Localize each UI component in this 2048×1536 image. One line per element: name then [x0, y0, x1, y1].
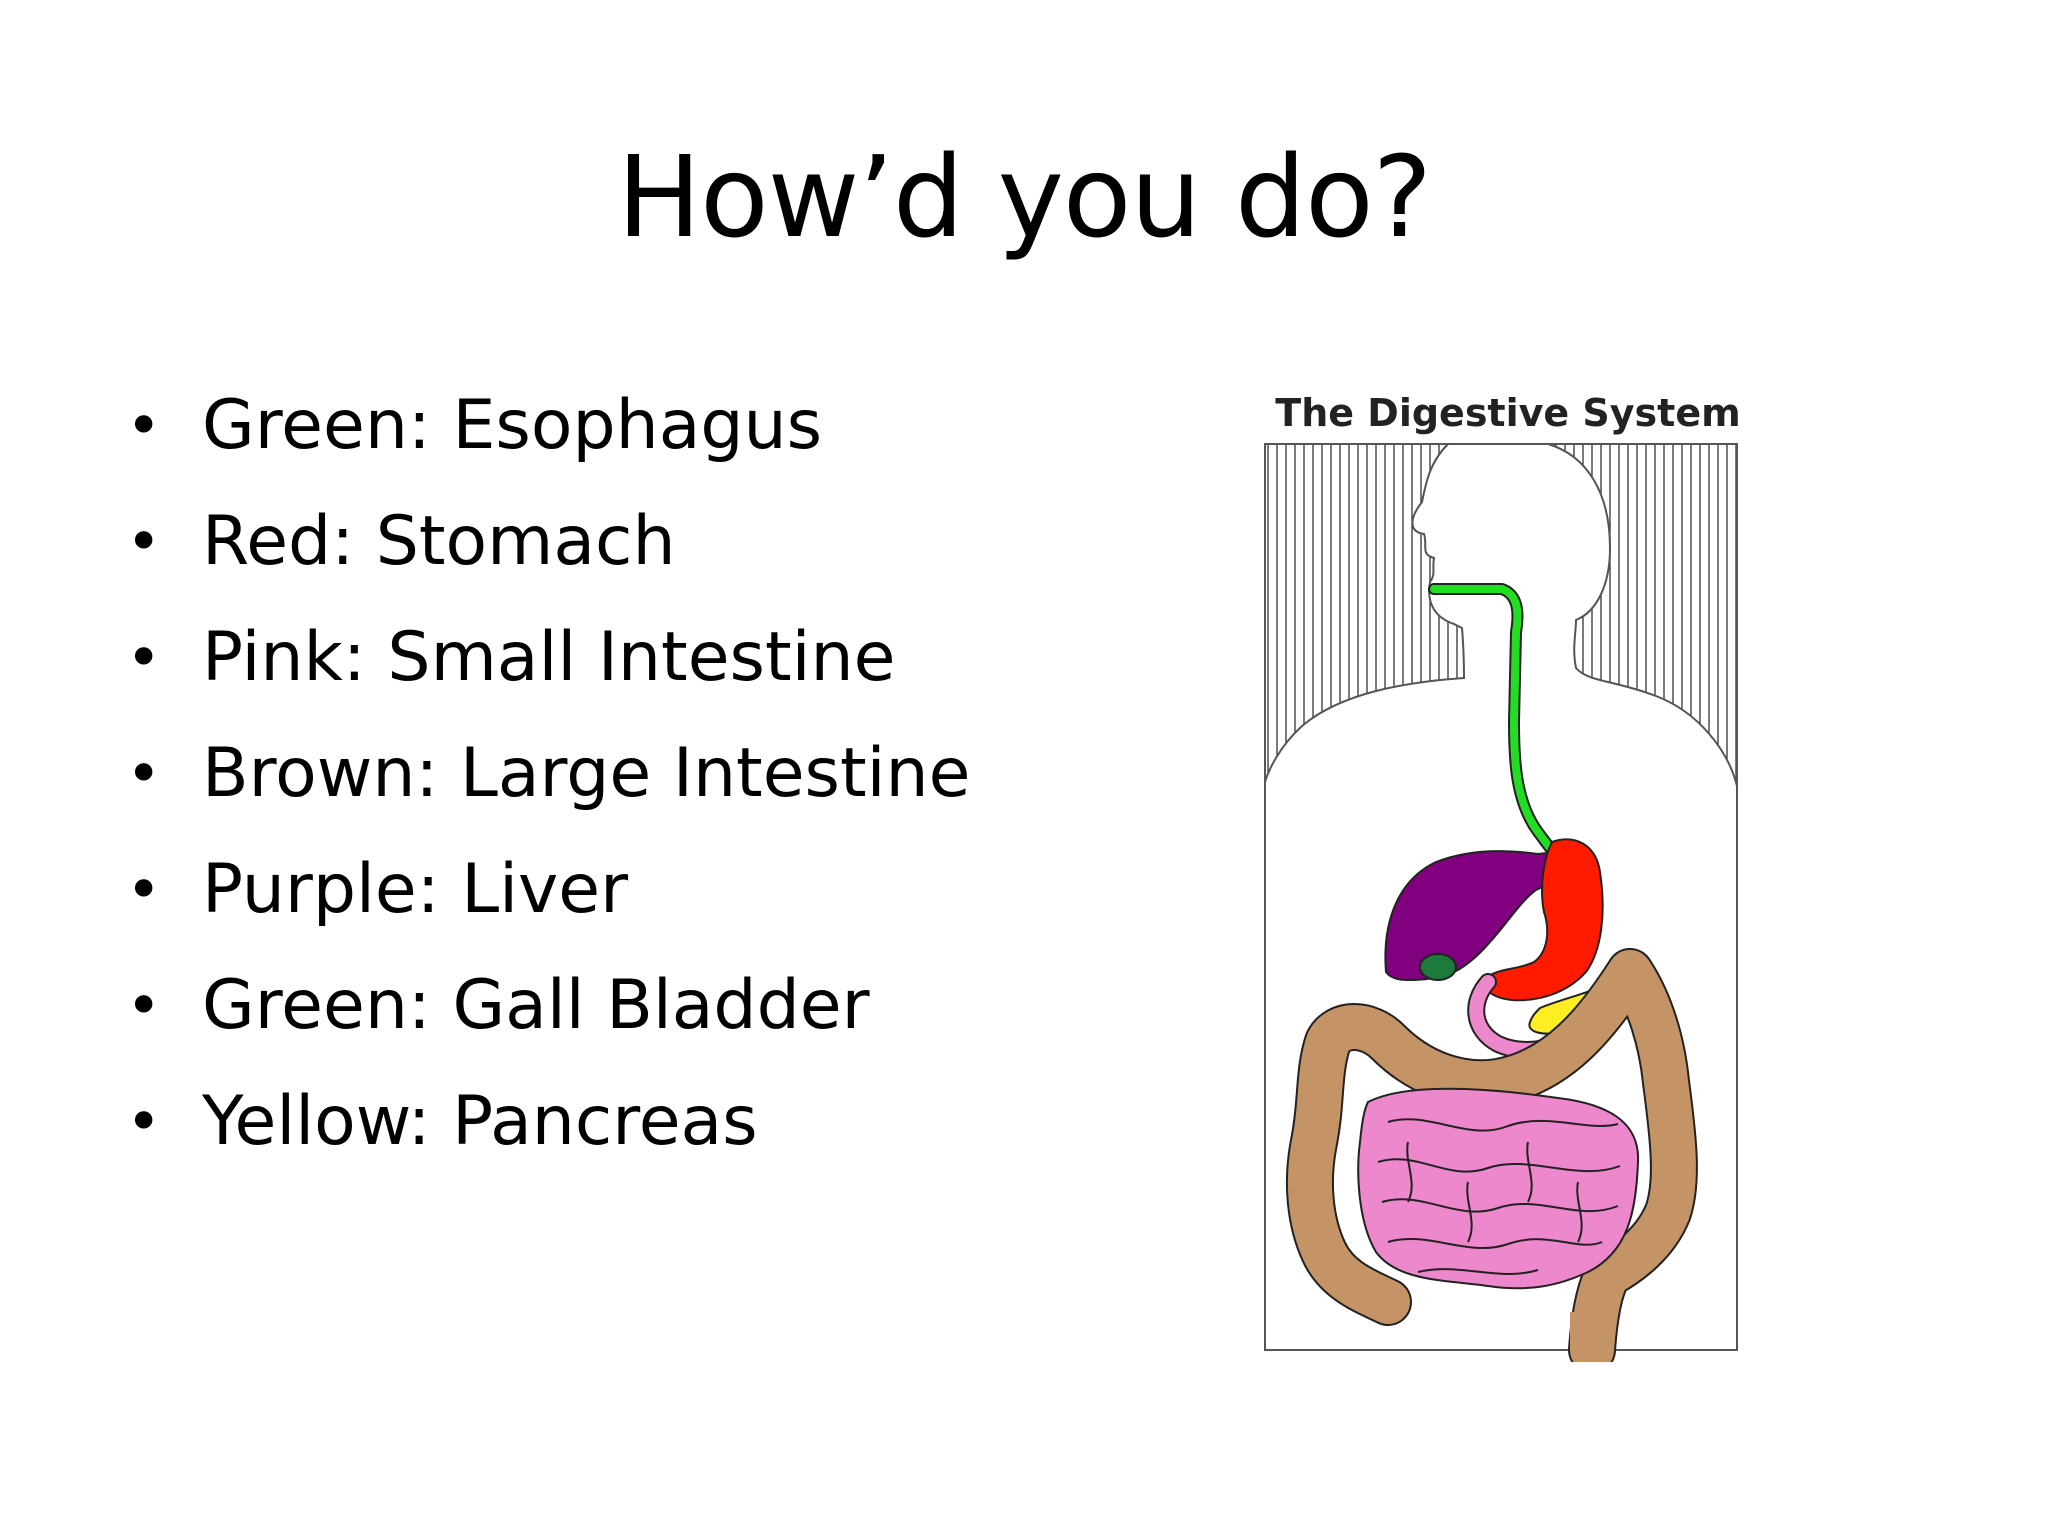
- bullet-icon: •: [126, 855, 162, 925]
- bullet-icon: •: [126, 623, 162, 693]
- digestive-system-diagram: The Digestive System: [1258, 382, 1758, 1362]
- bullet-text: Purple: Liver: [202, 850, 629, 929]
- bullet-icon: •: [126, 1087, 162, 1157]
- diagram-caption: The Digestive System: [1275, 391, 1740, 435]
- small-intestine-mass: [1357, 1087, 1640, 1290]
- answer-list: • Green: Esophagus • Red: Stomach • Pink: S…: [120, 378, 970, 1190]
- bullet-text: Yellow: Pancreas: [202, 1082, 758, 1161]
- stomach-shape: [1483, 838, 1604, 1002]
- bullet-icon: •: [126, 507, 162, 577]
- list-item: • Purple: Liver: [120, 842, 970, 958]
- bullet-icon: •: [126, 391, 162, 461]
- bullet-text: Red: Stomach: [202, 502, 676, 581]
- list-item: • Green: Gall Bladder: [120, 958, 970, 1074]
- bullet-icon: •: [126, 971, 162, 1041]
- list-item: • Yellow: Pancreas: [120, 1074, 970, 1190]
- diagram-svg: The Digestive System: [1264, 391, 1741, 1362]
- gall-bladder-shape: [1419, 953, 1457, 981]
- bullet-text: Brown: Large Intestine: [202, 734, 971, 813]
- large-intestine-shape: [1287, 950, 1696, 1362]
- bullet-text: Green: Gall Bladder: [202, 966, 870, 1045]
- esophagus-fill: [1430, 585, 1554, 852]
- small-intestine-coils: [1377, 1118, 1621, 1275]
- bullet-text: Pink: Small Intestine: [202, 618, 896, 697]
- list-item: • Brown: Large Intestine: [120, 726, 970, 842]
- list-item: • Green: Esophagus: [120, 378, 970, 494]
- list-item: • Pink: Small Intestine: [120, 610, 970, 726]
- list-item: • Red: Stomach: [120, 494, 970, 610]
- bullet-icon: •: [126, 739, 162, 809]
- rectum-shape: [1570, 1312, 1614, 1350]
- slide-title: How’d you do?: [616, 133, 1432, 263]
- bullet-text: Green: Esophagus: [202, 386, 823, 465]
